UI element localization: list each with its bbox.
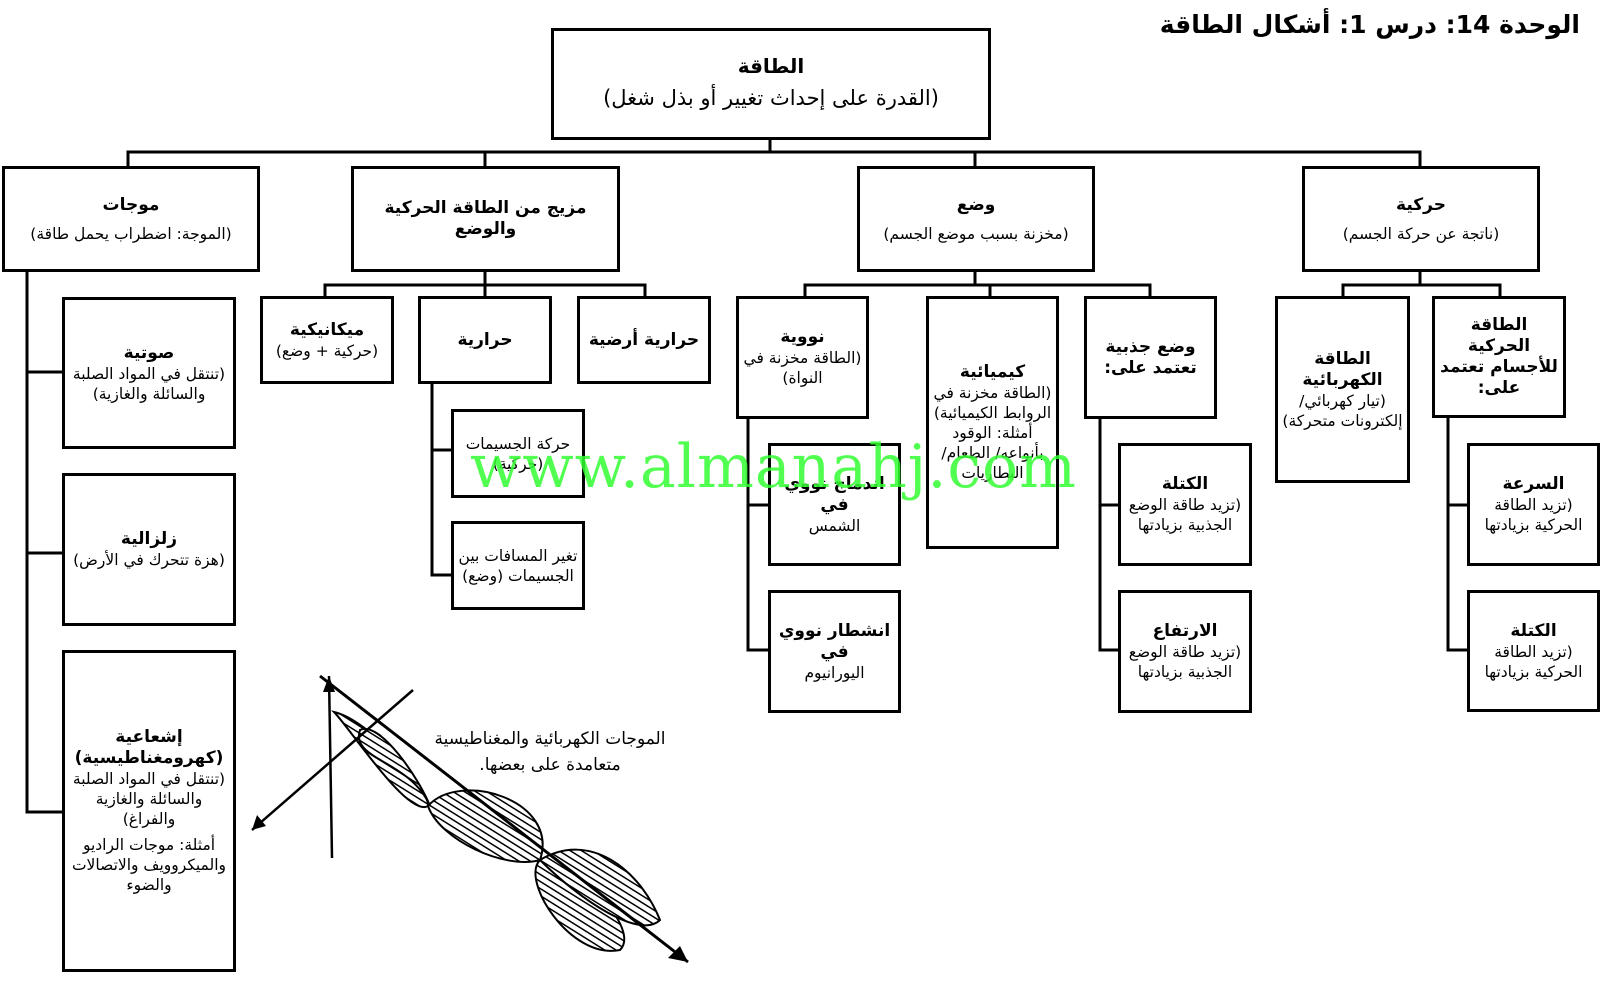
gravitational-potential-box: وضع جذبية تعتمد على: [1084, 296, 1217, 419]
kinetic-speed-text: (تزيد الطاقة الحركية بزيادتها [1484, 496, 1583, 534]
waves-subtitle: (الموجة: اضطراب يحمل طاقة) [30, 224, 232, 243]
mixed-energy-box: مزيج من الطاقة الحركية والوضع [351, 166, 620, 272]
seismic-text: (هزة تتحرك في الأرض) [73, 551, 225, 569]
kinetic-mass-text: (تزيد الطاقة الحركية بزيادتها [1484, 642, 1583, 681]
chemical-examples: أمثلة: الوقود بأنواعه/ الطعام/ البطاريات [941, 424, 1044, 482]
potential-height-text: (تزيد طاقة الوضع الجذبية بزيادتها [1128, 643, 1242, 681]
watermark-text: www.almanahj.com [470, 432, 1078, 502]
mixed-title: مزيج من الطاقة الحركية والوضع [384, 198, 587, 239]
kinetic-subtitle: (ناتجة عن حركة الجسم) [1342, 224, 1500, 243]
root-definition: (القدرة على إحداث تغيير أو بذل شغل) [603, 86, 939, 110]
gravitational-title: وضع جذبية تعتمد على: [1104, 336, 1197, 378]
kinetic-energy-box: حركية (ناتجة عن حركة الجسم) [1302, 166, 1540, 272]
kinetic-objects-box: الطاقة الحركية للأجسام تعتمد على: [1432, 296, 1566, 418]
radiant-wave-box: إشعاعية (كهرومغناطيسية) (تنتقل في المواد… [62, 650, 236, 972]
waves-box: موجات (الموجة: اضطراب يحمل طاقة) [2, 166, 260, 272]
kinetic-mass-box: الكتلة (تزيد الطاقة الحركية بزيادتها [1467, 590, 1600, 712]
sound-title: صوتية [123, 342, 175, 363]
thermal-title: حرارية [457, 329, 513, 350]
nuclear-fission-box: انشطار نووي في اليورانيوم [768, 590, 901, 713]
particle-motion-text: حركة الجسيمات (حركية) [465, 434, 571, 473]
fusion-text: الشمس [808, 516, 861, 535]
mechanical-text: (حركية + وضع) [275, 341, 379, 360]
mechanical-title: ميكانيكية [289, 319, 365, 340]
nuclear-fusion-box: اندماج نووي في الشمس [768, 443, 901, 566]
potential-mass-box: الكتلة (تزيد طاقة الوضع الجذبية بزيادتها [1118, 443, 1252, 566]
kinetic-mass-title: الكتلة [1510, 620, 1557, 641]
root-energy-box: الطاقة (القدرة على إحداث تغيير أو بذل شغ… [551, 28, 991, 140]
nuclear-title: نووية [780, 327, 825, 347]
potential-mass-text: (تزيد طاقة الوضع الجذبية بزيادتها [1128, 496, 1242, 534]
sound-text: (تنتقل في المواد الصلبة والسائلة والغازي… [72, 364, 226, 403]
geothermal-energy-box: حرارية أرضية [577, 296, 711, 384]
fission-text: اليورانيوم [804, 663, 865, 682]
unit-lesson-title: الوحدة 14: درس 1: أشكال الطاقة [1159, 10, 1580, 39]
chemical-energy-box: كيميائية (الطاقة مخزنة في الروابط الكيمي… [926, 296, 1059, 549]
kinetic-title: حركية [1396, 194, 1446, 215]
radiant-text: (تنتقل في المواد الصلبة والسائلة والغازي… [72, 770, 226, 828]
electric-title: الطاقة الكهربائية [1302, 348, 1383, 390]
root-title: الطاقة [737, 54, 805, 78]
thermal-energy-box: حرارية [418, 296, 552, 384]
kinetic-speed-box: السرعة (تزيد الطاقة الحركية بزيادتها [1467, 443, 1600, 566]
potential-height-title: الارتفاع [1152, 621, 1218, 641]
em-wave-caption: الموجات الكهربائية والمغناطيسية متعامدة … [434, 729, 666, 775]
waves-title: موجات [102, 194, 160, 215]
nuclear-text: (الطاقة مخزنة في النواة) [743, 349, 862, 387]
electric-text: (تيار كهربائي/ إلكترونات متحركة) [1282, 391, 1403, 430]
geothermal-title: حرارية أرضية [588, 329, 700, 350]
potential-title: وضع [956, 194, 996, 215]
particle-motion-box: حركة الجسيمات (حركية) [451, 409, 585, 498]
sound-wave-box: صوتية (تنتقل في المواد الصلبة والسائلة و… [62, 297, 236, 449]
particle-distance-text: تغير المسافات بين الجسيمات (وضع) [458, 546, 578, 585]
potential-height-box: الارتفاع (تزيد طاقة الوضع الجذبية بزيادت… [1118, 590, 1252, 713]
kinetic-speed-title: السرعة [1502, 474, 1565, 494]
mechanical-energy-box: ميكانيكية (حركية + وضع) [260, 296, 394, 384]
potential-subtitle: (مخزنة بسبب موضع الجسم) [883, 224, 1069, 243]
potential-mass-title: الكتلة [1161, 474, 1209, 494]
seismic-wave-box: زلزالية (هزة تتحرك في الأرض) [62, 473, 236, 626]
kinetic-objects-title: الطاقة الحركية للأجسام تعتمد على: [1440, 315, 1558, 398]
chemical-title: كيميائية [959, 362, 1026, 382]
chemical-text: (الطاقة مخزنة في الروابط الكيميائية) [933, 384, 1052, 422]
nuclear-energy-box: نووية (الطاقة مخزنة في النواة) [736, 296, 869, 419]
fusion-title: اندماج نووي في [784, 473, 885, 515]
seismic-title: زلزالية [120, 529, 178, 549]
radiant-examples: أمثلة: موجات الراديو والميكروويف والاتصا… [71, 836, 227, 894]
potential-energy-box: وضع (مخزنة بسبب موضع الجسم) [857, 166, 1095, 272]
em-wave-illustration [251, 674, 689, 964]
fission-title: انشطار نووي في [778, 620, 891, 662]
particle-distance-box: تغير المسافات بين الجسيمات (وضع) [451, 521, 585, 610]
radiant-title: إشعاعية (كهرومغناطيسية) [74, 727, 224, 768]
electric-energy-box: الطاقة الكهربائية (تيار كهربائي/ إلكترون… [1275, 296, 1410, 483]
